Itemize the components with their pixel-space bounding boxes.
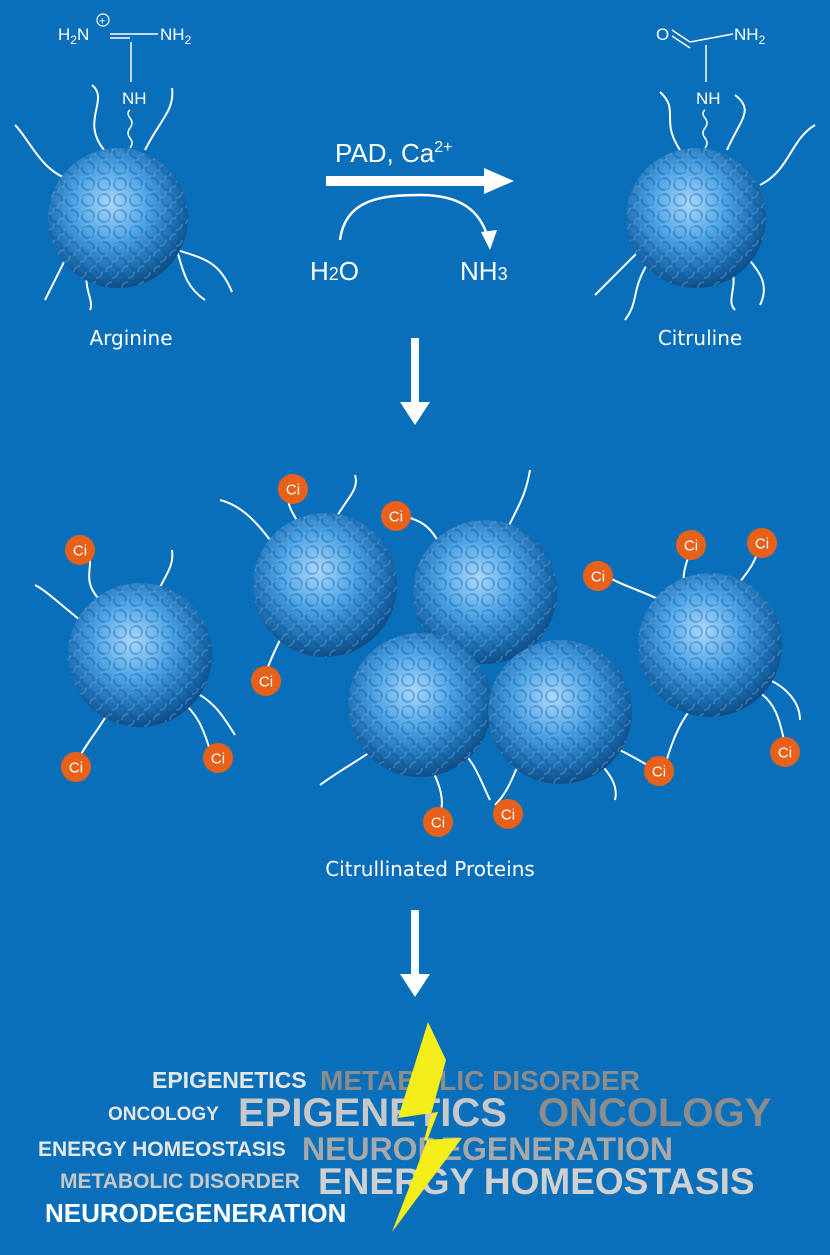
svg-text:Ci: Ci [259,674,273,691]
arginine-nh2-sub: 2 [185,33,192,47]
svg-text:Ci: Ci [684,538,698,555]
ci-badge: Ci [423,807,453,837]
arginine-nh: NH [122,89,147,108]
arginine-structure: H2N + NH2 NH [58,13,192,108]
arginine-h2n-text: H [58,25,70,44]
lightning-bolt-icon [392,1022,462,1232]
cloud-word: ONCOLOGY [108,1104,219,1125]
cloud-word: METABOLIC DISORDER [60,1170,300,1193]
svg-text:Ci: Ci [755,536,769,553]
svg-text:Ci: Ci [591,569,605,586]
ci-badge: Ci [278,474,308,504]
svg-text:PAD, Ca2+: PAD, Ca2+ [335,138,452,168]
citruline-nh2-sub: 2 [759,33,766,47]
cloud-word: ENERGY HOMEOSTASIS [38,1138,286,1161]
protein-cluster [34,469,801,816]
svg-text:NH3: NH3 [460,256,508,286]
cluster-label: Citrullinated Proteins [325,857,535,881]
ci-badge: Ci [381,501,411,531]
citruline-o: O [656,25,669,44]
arginine-h2n-n: N [77,25,89,44]
cloud-word: ENERGY HOMEOSTASIS [318,1161,755,1202]
ci-badge: Ci [676,530,706,560]
cloud-word: ONCOLOGY [538,1091,772,1135]
svg-text:Ci: Ci [431,815,445,832]
svg-text:Ci: Ci [286,482,300,499]
svg-text:Ci: Ci [389,509,403,526]
cloud-word: NEURODEGENERATION [45,1198,346,1228]
ammonia-text: NH [460,256,498,286]
cloud-word: EPIGENETICS [238,1091,507,1135]
cloud-word: METABOLIC DISORDER [320,1065,640,1096]
cloud-word: EPIGENETICS [152,1067,307,1093]
ci-badges: Ci Ci Ci Ci Ci Ci Ci Ci Ci Ci Ci Ci Ci [61,474,800,837]
svg-text:Ci: Ci [778,745,792,762]
arginine-h2n-sub: 2 [70,33,77,47]
down-arrow-1 [400,338,430,425]
svg-text:Ci: Ci [73,543,87,560]
ci-badge: Ci [65,535,95,565]
ci-badge: Ci [251,666,281,696]
water-sub: 2 [329,264,339,284]
enzyme-text: PAD, Ca [335,138,435,168]
cloud-word: NEURODEGENERATION [302,1131,673,1167]
citruline-nh2-text: NH [734,25,759,44]
down-arrow-2 [400,910,430,997]
citruline-structure: O NH2 NH [656,25,766,108]
arginine-protein [14,84,233,311]
ci-badge: Ci [493,799,523,829]
svg-text:Ci: Ci [69,760,83,777]
svg-text:Ci: Ci [211,751,225,768]
ci-badge: Ci [747,528,777,558]
arginine-label: Arginine [89,326,172,350]
ammonia-sub: 3 [498,264,508,284]
water-text: H [310,256,329,286]
ci-badge: Ci [644,756,674,786]
enzyme-sup: 2+ [434,139,452,156]
svg-text:NH2: NH2 [734,25,766,47]
citruline-nh: NH [696,89,721,108]
arginine-nh2-text: NH [160,25,185,44]
arginine-charge: + [99,16,105,28]
ci-badge: Ci [583,561,613,591]
reaction-arrow: PAD, Ca2+ H2O NH3 [310,138,514,286]
word-cloud: EPIGENETICS METABOLIC DISORDER ONCOLOGY … [38,1065,772,1228]
citruline-label: Citruline [658,326,742,350]
svg-text:Ci: Ci [501,807,515,824]
citruline-protein [594,91,816,321]
water-end: O [339,256,359,286]
svg-text:NH2: NH2 [160,25,192,47]
svg-text:H2N: H2N [58,25,89,47]
svg-text:H2O: H2O [310,256,359,286]
ci-badge: Ci [61,752,91,782]
ci-badge: Ci [770,737,800,767]
svg-text:Ci: Ci [652,764,666,781]
charge-circle [96,13,110,27]
ci-badge: Ci [203,743,233,773]
